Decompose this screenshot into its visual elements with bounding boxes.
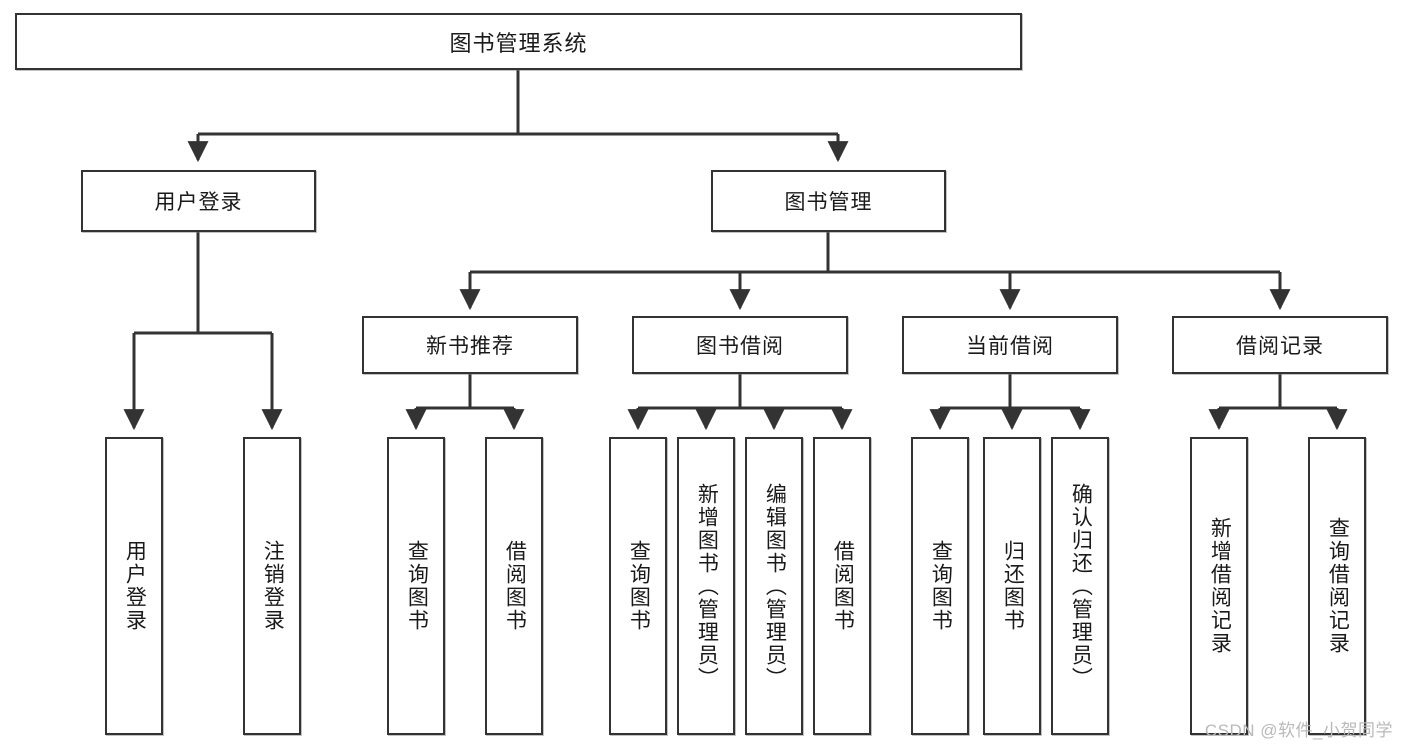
leaf-node[interactable]: 确认归还（管理员）: [1051, 437, 1109, 735]
node-book-borrow[interactable]: 图书借阅: [632, 316, 848, 374]
leaf-node[interactable]: 新增图书（管理员）: [677, 437, 735, 735]
leaf-node[interactable]: 查询图书: [387, 437, 445, 735]
leaf-node[interactable]: 归还图书: [983, 437, 1041, 735]
leaf-node-label: 查询借阅记录: [1326, 517, 1350, 655]
node-current-borrow[interactable]: 当前借阅: [902, 316, 1118, 374]
leaf-node[interactable]: 新增借阅记录: [1190, 437, 1248, 735]
leaf-node[interactable]: 查询图书: [609, 437, 667, 735]
node-borrow-records[interactable]: 借阅记录: [1172, 316, 1388, 374]
leaf-node-label: 用户登录: [123, 540, 147, 632]
node-user-login[interactable]: 用户登录: [81, 170, 316, 232]
leaf-node-label: 新增图书（管理员）: [695, 482, 719, 690]
leaf-node-label: 新增借阅记录: [1208, 517, 1232, 655]
leaf-node-label: 确认归还（管理员）: [1069, 482, 1093, 690]
node-new-book-recommend[interactable]: 新书推荐: [362, 316, 578, 374]
leaf-node[interactable]: 编辑图书（管理员）: [745, 437, 803, 735]
leaf-node[interactable]: 注销登录: [243, 437, 301, 735]
watermark-text: CSDN @软件_小贺同学: [1204, 721, 1393, 740]
leaf-node[interactable]: 借阅图书: [485, 437, 543, 735]
node-book-management[interactable]: 图书管理: [711, 170, 946, 232]
leaf-node-label: 借阅图书: [503, 540, 527, 632]
leaf-node[interactable]: 查询借阅记录: [1308, 437, 1366, 735]
leaf-node-label: 注销登录: [261, 540, 285, 632]
leaf-node[interactable]: 用户登录: [105, 437, 163, 735]
leaf-node-label: 查询图书: [627, 540, 651, 632]
leaf-node[interactable]: 借阅图书: [813, 437, 871, 735]
leaf-node-label: 查询图书: [405, 540, 429, 632]
leaf-node-label: 查询图书: [929, 540, 953, 632]
node-root-system[interactable]: 图书管理系统: [15, 13, 1022, 70]
leaf-node[interactable]: 查询图书: [911, 437, 969, 735]
leaf-node-label: 归还图书: [1001, 540, 1025, 632]
leaf-node-label: 编辑图书（管理员）: [763, 482, 787, 690]
leaf-node-label: 借阅图书: [831, 540, 855, 632]
